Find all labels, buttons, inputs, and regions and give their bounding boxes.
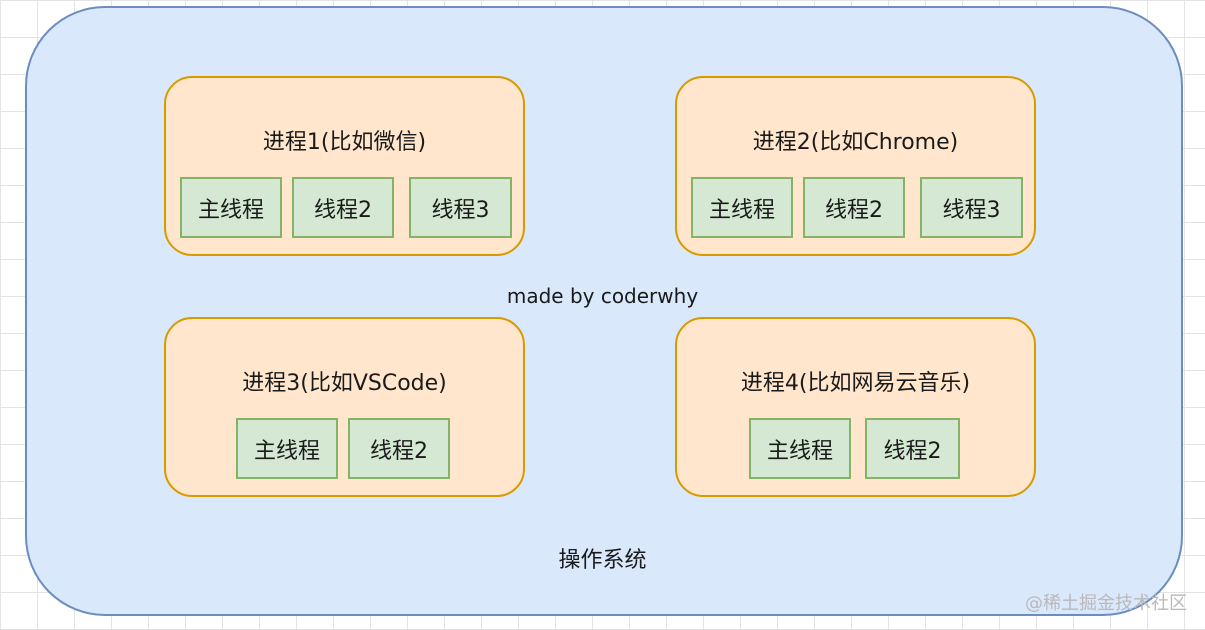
process-1-thread-3: 线程3 xyxy=(409,177,512,238)
process-2-thread-3: 线程3 xyxy=(920,177,1023,238)
process-3-thread-main: 主线程 xyxy=(236,418,338,479)
process-3-title: 进程3(比如VSCode) xyxy=(242,371,447,396)
process-2-thread-2: 线程2 xyxy=(803,177,905,238)
process-4-box: 进程4(比如网易云音乐) 主线程 线程2 xyxy=(675,317,1036,497)
process-4-thread-main: 主线程 xyxy=(749,418,851,479)
process-1-thread-2: 线程2 xyxy=(292,177,394,238)
process-2-title: 进程2(比如Chrome) xyxy=(752,130,959,155)
watermark-text: @稀土掘金技术社区 xyxy=(1025,593,1187,614)
made-by-caption: made by coderwhy xyxy=(506,284,699,308)
process-1-thread-main: 主线程 xyxy=(180,177,282,238)
process-1-box: 进程1(比如微信) 主线程 线程2 线程3 xyxy=(164,76,525,256)
process-4-thread-2: 线程2 xyxy=(865,418,960,479)
process-3-thread-2: 线程2 xyxy=(348,418,450,479)
process-4-title: 进程4(比如网易云音乐) xyxy=(740,371,971,396)
process-1-title: 进程1(比如微信) xyxy=(262,130,427,155)
process-2-box: 进程2(比如Chrome) 主线程 线程2 线程3 xyxy=(675,76,1036,256)
process-2-thread-main: 主线程 xyxy=(691,177,793,238)
process-3-box: 进程3(比如VSCode) 主线程 线程2 xyxy=(164,317,525,497)
operating-system-label: 操作系统 xyxy=(558,548,647,573)
